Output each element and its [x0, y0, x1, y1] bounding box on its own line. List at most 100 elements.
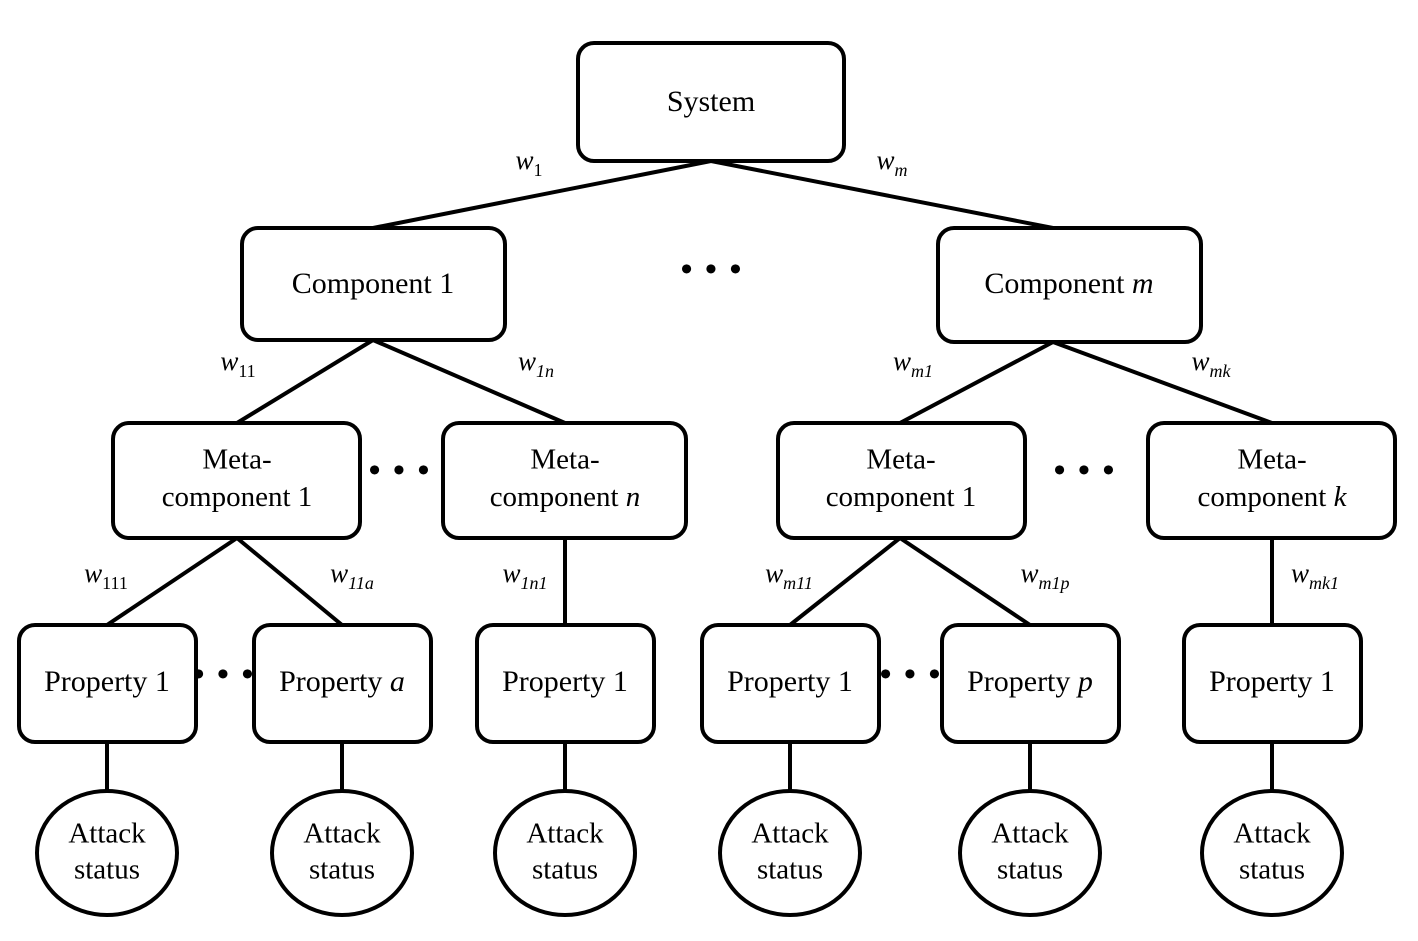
dots-property-left: • • • — [193, 656, 256, 693]
property-1-index: 1 — [155, 665, 170, 698]
attack-status-3-line2: status — [532, 854, 598, 886]
node-property-1d[interactable]: Property 1 — [1182, 623, 1363, 744]
attack-status-6-line1: Attack — [1233, 818, 1311, 850]
property-p-label: Property p — [967, 665, 1093, 698]
weight-label-wm11: wm11 — [765, 558, 813, 593]
property-1c-index: 1 — [838, 665, 853, 698]
node-attack-status-1[interactable]: Attack status — [35, 789, 179, 917]
node-attack-status-5[interactable]: Attack status — [958, 789, 1102, 917]
attack-status-1-line1: Attack — [68, 818, 146, 850]
property-1-prefix: Property — [44, 665, 147, 698]
meta-component-mk-box[interactable] — [1146, 421, 1397, 540]
weight-wm1-base: w — [893, 346, 911, 376]
node-meta-component-n[interactable]: Meta- component n — [441, 421, 688, 540]
property-1-label: Property 1 — [44, 665, 170, 698]
meta-component-mk-prefix: component — [1198, 481, 1327, 513]
property-a-index: a — [390, 665, 405, 698]
meta-component-m1-index: 1 — [962, 481, 977, 513]
property-1c-label: Property 1 — [727, 665, 853, 698]
attack-status-5-ellipse[interactable] — [958, 789, 1102, 917]
node-attack-status-3[interactable]: Attack status — [493, 789, 637, 917]
node-property-1b[interactable]: Property 1 — [475, 623, 656, 744]
attack-status-4-line2: status — [757, 854, 823, 886]
edge-component-1-to-meta-1 — [235, 338, 375, 425]
edge-component-1-to-meta-n — [372, 338, 566, 425]
weight-w1n-sub: 1n — [536, 361, 554, 381]
attack-status-2-ellipse[interactable] — [270, 789, 414, 917]
edge-meta-m1-to-property-p — [898, 536, 1032, 627]
edge-system-to-component-m — [710, 159, 1054, 230]
node-property-a[interactable]: Property a — [252, 623, 433, 744]
attack-status-5-line1: Attack — [991, 818, 1069, 850]
meta-component-mk-line1: Meta- — [1237, 444, 1306, 476]
attack-status-6-ellipse[interactable] — [1200, 789, 1344, 917]
weight-w1-sub: 1 — [534, 160, 543, 180]
attack-status-1-ellipse[interactable] — [35, 789, 179, 917]
component-1-index: 1 — [439, 267, 454, 300]
weight-wm11-base: w — [765, 558, 783, 588]
attack-status-2-line1: Attack — [303, 818, 381, 850]
property-1b-box[interactable] — [475, 623, 656, 744]
node-meta-component-1[interactable]: Meta- component 1 — [111, 421, 362, 540]
attack-status-3-line1: Attack — [526, 818, 604, 850]
meta-component-m1-prefix: component — [826, 481, 955, 513]
weight-wmk-base: w — [1191, 346, 1209, 376]
weight-label-w1n: w1n — [518, 346, 554, 381]
weight-wm1p-sub: m1p — [1039, 573, 1070, 593]
edge-meta-m1-to-property-1 — [788, 536, 902, 627]
meta-component-m1-line1: Meta- — [866, 444, 935, 476]
weight-label-w1: w1 — [515, 145, 542, 180]
attack-status-6-line2: status — [1239, 854, 1305, 886]
edge-group — [105, 159, 1274, 793]
node-component-1[interactable]: Component 1 — [240, 226, 507, 342]
weight-wm1p-base: w — [1020, 558, 1038, 588]
meta-component-n-box[interactable] — [441, 421, 688, 540]
weight-wmk1-base: w — [1291, 558, 1309, 588]
node-attack-status-4[interactable]: Attack status — [718, 789, 862, 917]
property-1c-box[interactable] — [700, 623, 881, 744]
weight-w111-sub: 111 — [102, 573, 128, 593]
node-meta-component-mk[interactable]: Meta- component k — [1146, 421, 1397, 540]
system-label: System — [667, 85, 755, 118]
property-1d-box[interactable] — [1182, 623, 1363, 744]
property-a-label: Property a — [279, 665, 405, 698]
property-p-box[interactable] — [940, 623, 1121, 744]
weight-label-wm: wm — [876, 145, 907, 180]
node-attack-status-2[interactable]: Attack status — [270, 789, 414, 917]
property-1b-label: Property 1 — [502, 665, 628, 698]
weight-w1n1-sub: 1n1 — [521, 573, 548, 593]
component-1-label: Component 1 — [292, 267, 455, 300]
edge-meta-1-to-property-a — [235, 536, 344, 627]
weight-label-wm1: wm1 — [893, 346, 933, 381]
node-component-m[interactable]: Component m — [936, 226, 1203, 344]
property-1-box[interactable] — [17, 623, 198, 744]
node-property-1[interactable]: Property 1 — [17, 623, 198, 744]
property-a-box[interactable] — [252, 623, 433, 744]
property-p-prefix: Property — [967, 665, 1070, 698]
meta-component-n-line1: Meta- — [530, 444, 599, 476]
weight-label-wmk: wmk — [1191, 346, 1231, 381]
meta-component-1-box[interactable] — [111, 421, 362, 540]
node-meta-component-m1[interactable]: Meta- component 1 — [776, 421, 1027, 540]
node-attack-status-6[interactable]: Attack status — [1200, 789, 1344, 917]
component-m-box[interactable] — [936, 226, 1203, 344]
attack-status-5-line2: status — [997, 854, 1063, 886]
dots-meta-right: • • • — [1054, 452, 1117, 489]
system-box[interactable] — [576, 41, 846, 163]
meta-component-mk-line2: component k — [1198, 481, 1348, 513]
component-m-label: Component m — [984, 267, 1153, 300]
weight-label-w11a: w11a — [330, 558, 374, 593]
weight-w11a-base: w — [330, 558, 348, 588]
node-property-1c[interactable]: Property 1 — [700, 623, 881, 744]
node-system[interactable]: System — [576, 41, 846, 163]
component-1-box[interactable] — [240, 226, 507, 342]
meta-component-m1-line2: component 1 — [826, 481, 977, 513]
node-property-p[interactable]: Property p — [940, 623, 1121, 744]
attack-status-4-ellipse[interactable] — [718, 789, 862, 917]
attack-status-3-ellipse[interactable] — [493, 789, 637, 917]
meta-component-m1-box[interactable] — [776, 421, 1027, 540]
property-1d-prefix: Property — [1209, 665, 1312, 698]
weight-wm11-sub: m11 — [783, 573, 813, 593]
